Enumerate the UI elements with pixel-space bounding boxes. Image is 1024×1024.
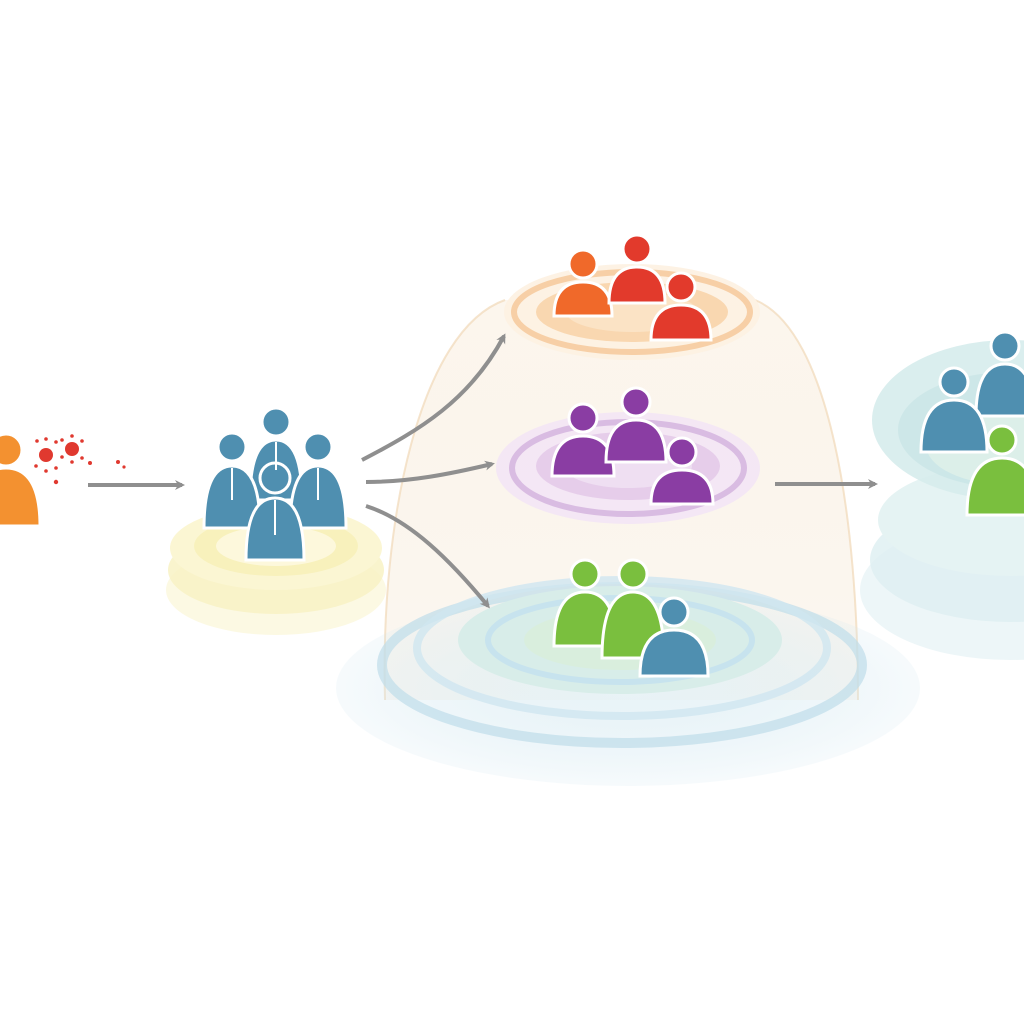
tie-marks — [231, 442, 319, 535]
green-cluster-disc — [336, 576, 920, 786]
arrow-icon — [365, 460, 495, 484]
orange-cluster-people-icon — [552, 233, 713, 342]
purple-cluster-people-icon — [550, 386, 715, 506]
dome-edge — [383, 299, 859, 701]
final-cluster-people-icon — [919, 330, 1024, 517]
source-person-icon — [0, 432, 42, 528]
arrow-icon — [361, 333, 506, 462]
virus-icon — [34, 434, 126, 485]
green-cluster-people-icon — [552, 558, 710, 678]
arrow-icon — [365, 504, 490, 609]
